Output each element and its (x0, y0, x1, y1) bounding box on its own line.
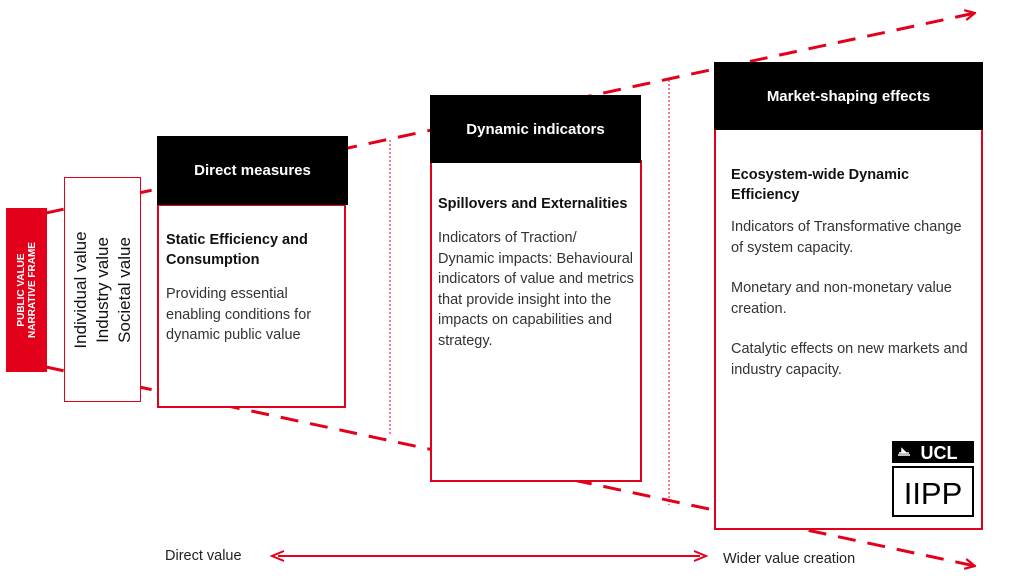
frame-tab-text: PUBLIC VALUE NARRATIVE FRAME (16, 242, 38, 338)
value-types-text: Individual value Industry value Societal… (70, 231, 136, 348)
value-axis-arrow-left (269, 550, 285, 562)
frame-label-line-2: NARRATIVE FRAME (26, 242, 38, 338)
direct-measures-header: Direct measures (157, 136, 348, 205)
frame-label-line-1: PUBLIC VALUE (15, 253, 27, 327)
direct-measures-title: Static Efficiency and Consumption (166, 232, 308, 268)
direct-measures-card: Static Efficiency and Consumption Provid… (157, 204, 346, 408)
direct-value-label: Direct value (165, 548, 242, 564)
direct-measures-text: Providing essential enabling conditions … (166, 286, 312, 343)
societal-value-label: Societal value (114, 236, 134, 343)
market-shaping-text-3: Catalytic effects on new markets and ind… (731, 341, 968, 378)
market-shaping-title: Ecosystem-wide Dynamic Efficiency (731, 167, 910, 203)
dynamic-indicators-header: Dynamic indicators (430, 95, 641, 163)
wider-value-creation-label: Wider value creation (723, 551, 856, 567)
dynamic-indicators-text: Indicators of Traction/ Dynamic impacts:… (438, 230, 634, 349)
market-shaping-text-1: Indicators of Transformative change of s… (731, 219, 962, 256)
ucl-logo-text: UCL (921, 443, 958, 463)
iipp-logo-text: IIPP (904, 476, 963, 511)
value-types-box: Individual value Industry value Societal… (64, 177, 141, 402)
ucl-iipp-logo: UCL IIPP (892, 441, 974, 517)
industry-value-label: Industry value (92, 236, 112, 343)
dynamic-indicators-title: Spillovers and Externalities (438, 196, 628, 212)
dynamic-indicators-card: Spillovers and Externalities Indicators … (430, 160, 642, 482)
market-shaping-header: Market-shaping effects (714, 62, 983, 130)
market-shaping-card: Ecosystem-wide Dynamic Efficiency Indica… (714, 128, 983, 530)
market-shaping-text-2: Monetary and non-monetary value creation… (731, 280, 952, 317)
public-value-frame-tab: PUBLIC VALUE NARRATIVE FRAME (6, 208, 47, 372)
value-axis-arrow-right (693, 550, 709, 562)
individual-value-label: Individual value (70, 230, 90, 349)
